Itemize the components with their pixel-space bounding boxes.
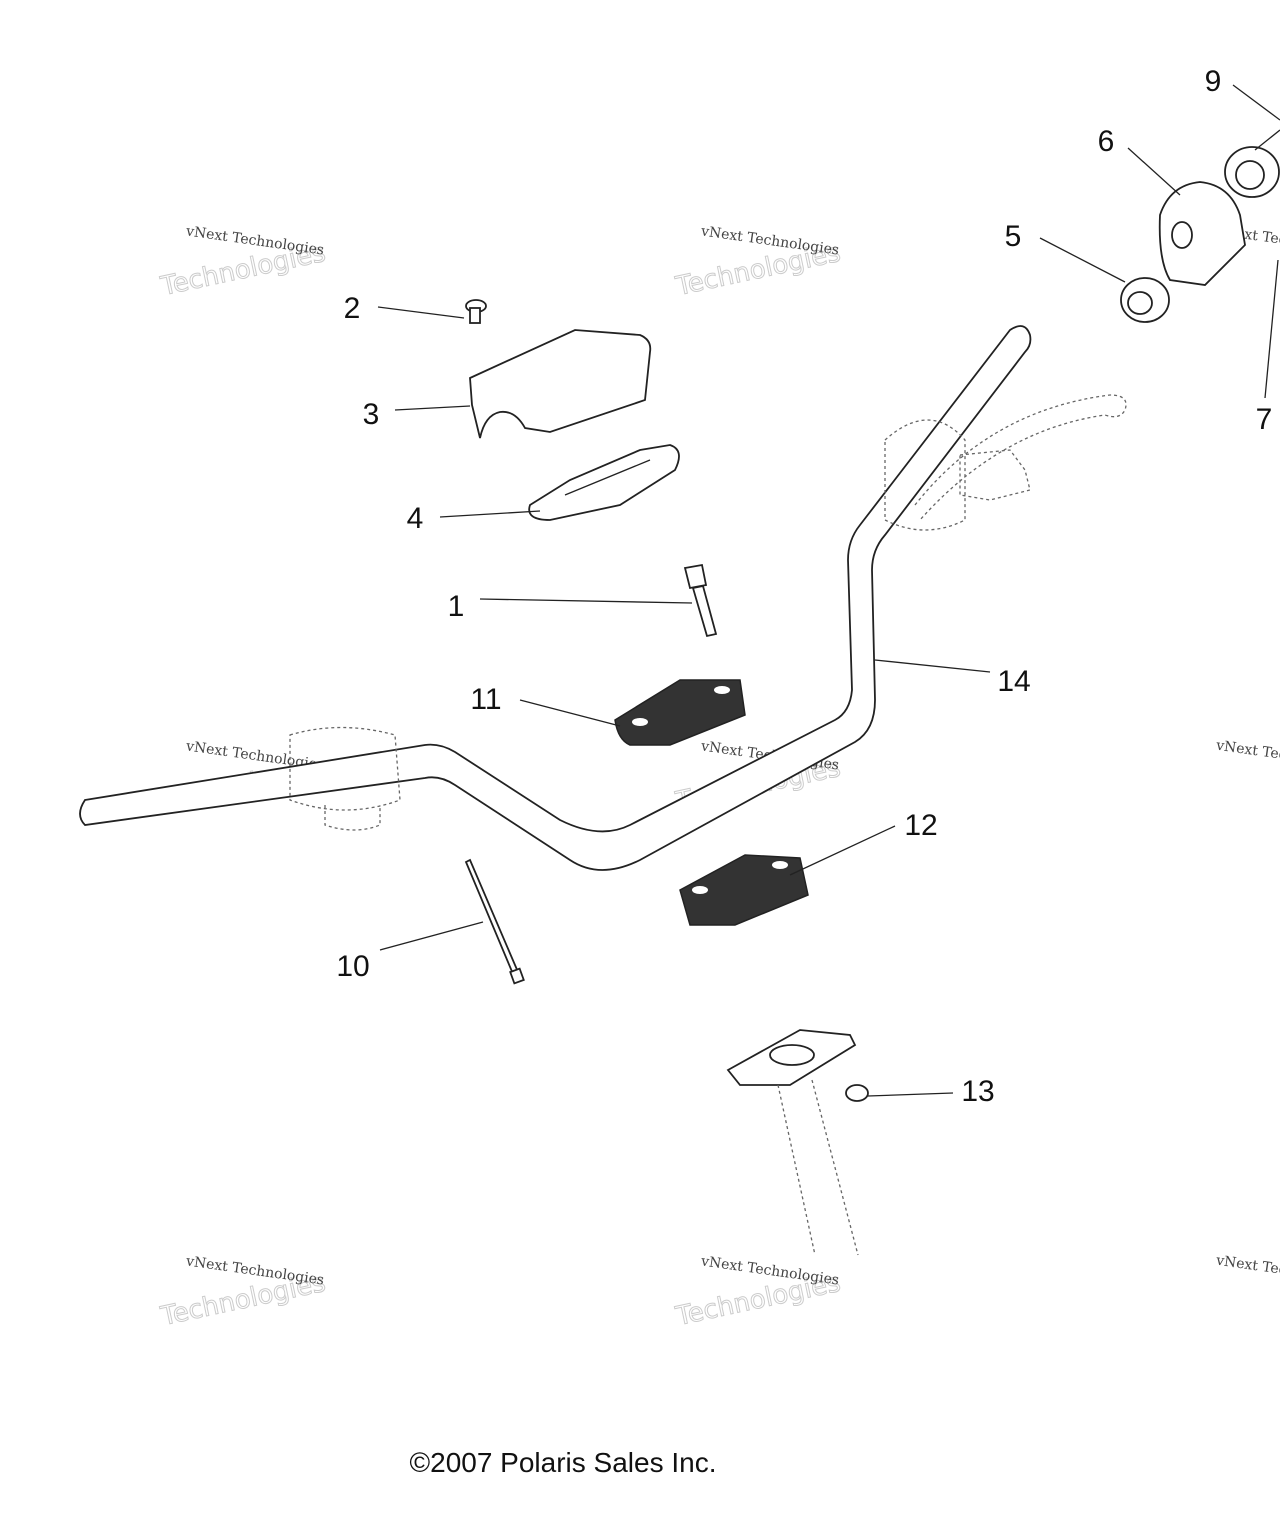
housing-part-6 <box>1158 181 1246 286</box>
handlebar-part-14 <box>79 325 1127 871</box>
callout-7: 7 <box>1256 403 1273 436</box>
callout-11: 11 <box>470 683 501 716</box>
steering-post <box>726 1029 859 1256</box>
callout-14: 14 <box>997 665 1030 698</box>
callout-1: 1 <box>448 590 465 623</box>
long-bolt-part-10 <box>464 858 525 985</box>
callout-4: 4 <box>407 502 424 535</box>
plate-part-4 <box>528 444 680 521</box>
grommet-part-5 <box>1120 277 1170 323</box>
callout-5: 5 <box>1005 220 1022 253</box>
callout-9: 9 <box>1205 65 1222 98</box>
callout-labels: 1 2 3 4 5 6 7 9 10 11 12 13 14 <box>336 65 1272 1108</box>
svg-text:vNext Technologies: vNext Technologies <box>1214 738 1280 773</box>
callout-6: 6 <box>1098 125 1115 158</box>
svg-text:vNext Technologies: vNext Technologies <box>1214 1253 1280 1288</box>
copyright-notice: ©2007 Polaris Sales Inc. <box>409 1447 716 1478</box>
callout-3: 3 <box>363 398 380 431</box>
leader-lines <box>377 84 1280 1097</box>
bolt-part-1 <box>683 563 718 638</box>
callout-13: 13 <box>961 1075 994 1108</box>
clamp-part-12 <box>679 854 809 926</box>
callout-12: 12 <box>904 809 937 842</box>
nut-part-13 <box>845 1084 869 1102</box>
callout-10: 10 <box>336 950 369 983</box>
washer-part-9 <box>1224 146 1280 198</box>
screw-part-2 <box>465 299 487 324</box>
cover-part-3 <box>469 329 652 439</box>
clamp-part-11 <box>614 679 746 746</box>
callout-2: 2 <box>344 292 361 325</box>
